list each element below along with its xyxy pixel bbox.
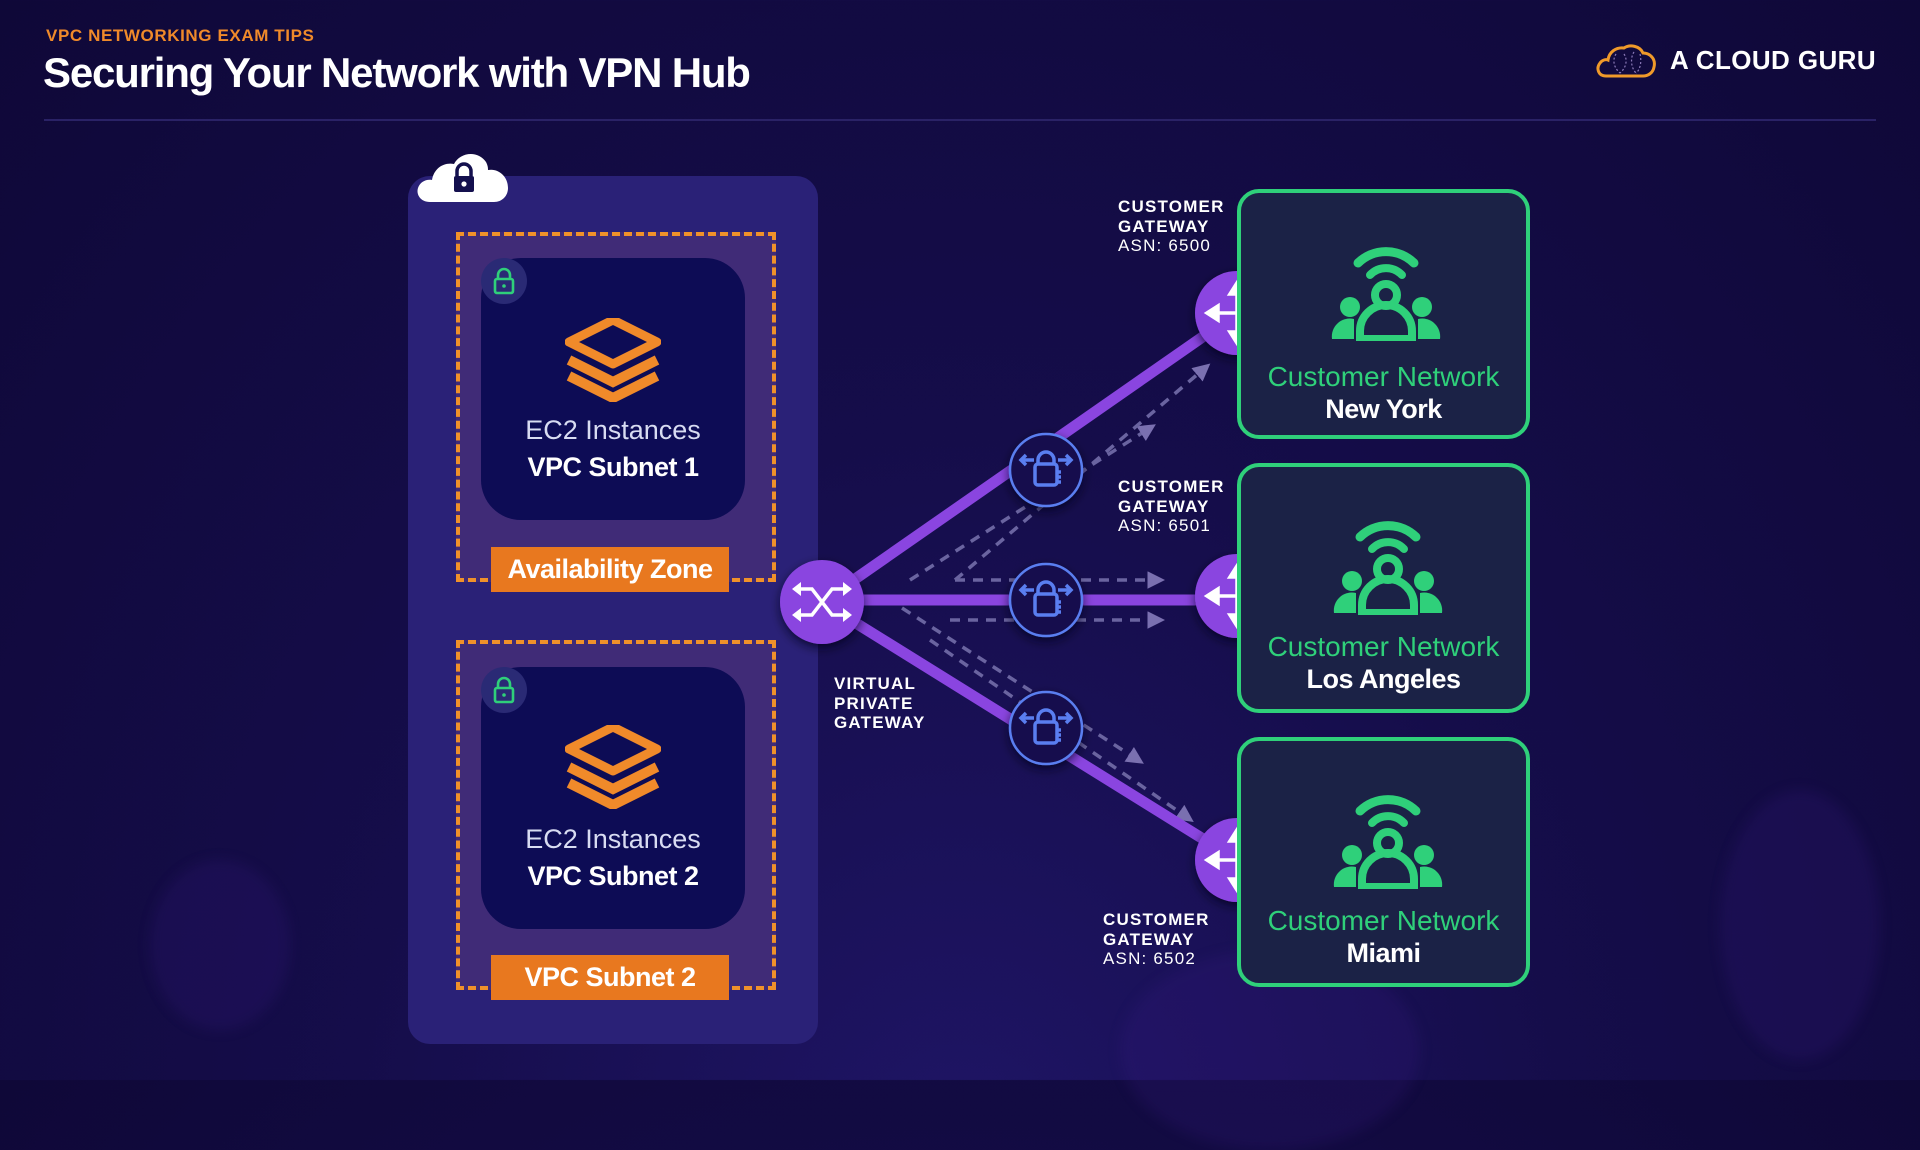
cloud-logo-icon [1596, 44, 1656, 78]
eyebrow-label: VPC NETWORKING EXAM TIPS [46, 26, 315, 45]
customer-network-city: Los Angeles [1306, 664, 1461, 694]
cgw-label-line: CUSTOMER [1118, 477, 1225, 496]
background-decoration [1720, 790, 1880, 1060]
availability-zone-label: Availability Zone [491, 547, 729, 592]
customer-gateway-label-3: CUSTOMER GATEWAY ASN: 6502 [1103, 910, 1210, 969]
subnet-1-line2: VPC Subnet 1 [527, 452, 699, 482]
cgw-label-line: CUSTOMER [1118, 197, 1225, 216]
subnet-1-line1: EC2 Instances [525, 415, 701, 445]
user-group-wifi-icon [1333, 795, 1442, 889]
subnet-card-2: EC2 Instances VPC Subnet 2 [481, 667, 745, 929]
customer-network-city: New York [1325, 394, 1442, 424]
subnet-2-line2: VPC Subnet 2 [527, 861, 699, 891]
vpn-connection-1 [1008, 432, 1084, 508]
lock-badge [481, 258, 527, 304]
vpn-connection-3 [1008, 690, 1084, 766]
cgw-asn: ASN: 6500 [1118, 236, 1212, 255]
header-divider [44, 119, 1876, 121]
customer-network-title: Customer Network [1267, 905, 1500, 936]
flow-arrow-ny-1 [909, 424, 1156, 582]
cgw-label-line: GATEWAY [1118, 216, 1210, 236]
user-group-wifi-icon [1333, 521, 1442, 615]
cgw-label-line: GATEWAY [1118, 496, 1210, 516]
vpn-connection-2 [1008, 562, 1084, 638]
cgw-asn: ASN: 6501 [1118, 516, 1212, 535]
ec2-stack-icon [565, 725, 661, 809]
customer-network-title: Customer Network [1267, 631, 1500, 662]
subnet-2-zone-label: VPC Subnet 2 [491, 955, 729, 1000]
cgw-asn: ASN: 6502 [1103, 949, 1197, 968]
page-title: Securing Your Network with VPN Hub [43, 49, 751, 96]
subnet-card-1: EC2 Instances VPC Subnet 1 [481, 258, 745, 520]
customer-network-los-angeles: Customer Network Los Angeles [1237, 463, 1530, 713]
virtual-private-gateway-node [780, 560, 864, 644]
vgw-label-line: GATEWAY [834, 713, 926, 732]
cgw-label-line: GATEWAY [1103, 929, 1195, 949]
flow-arrow-mia-2 [929, 638, 1194, 822]
router-crossover-icon [796, 587, 848, 617]
customer-network-miami: Customer Network Miami [1237, 737, 1530, 987]
ec2-stack-icon [565, 318, 661, 402]
lock-icon [493, 267, 515, 295]
cgw-label-line: CUSTOMER [1103, 910, 1210, 929]
customer-network-title: Customer Network [1267, 361, 1500, 392]
user-group-wifi-icon [1331, 247, 1440, 341]
brand-name: A CLOUD GURU [1669, 44, 1876, 75]
customer-network-city: Miami [1346, 938, 1421, 968]
virtual-private-gateway-label: VIRTUAL PRIVATE GATEWAY [834, 674, 926, 733]
customer-gateway-label-1: CUSTOMER GATEWAY ASN: 6500 [1118, 197, 1225, 256]
customer-gateway-label-2: CUSTOMER GATEWAY ASN: 6501 [1118, 477, 1225, 536]
vgw-label-line: VIRTUAL [834, 674, 917, 693]
background-decoration [150, 860, 290, 1030]
lock-badge [481, 667, 527, 713]
vgw-label-line: PRIVATE [834, 693, 914, 713]
cloud-lock-icon [417, 153, 508, 202]
connection-diagram [780, 271, 1279, 902]
lock-icon [493, 676, 515, 704]
subnet-2-line1: EC2 Instances [525, 824, 701, 854]
customer-network-new-york: Customer Network New York [1237, 189, 1530, 439]
brand-logo: A CLOUD GURU [1594, 40, 1876, 80]
